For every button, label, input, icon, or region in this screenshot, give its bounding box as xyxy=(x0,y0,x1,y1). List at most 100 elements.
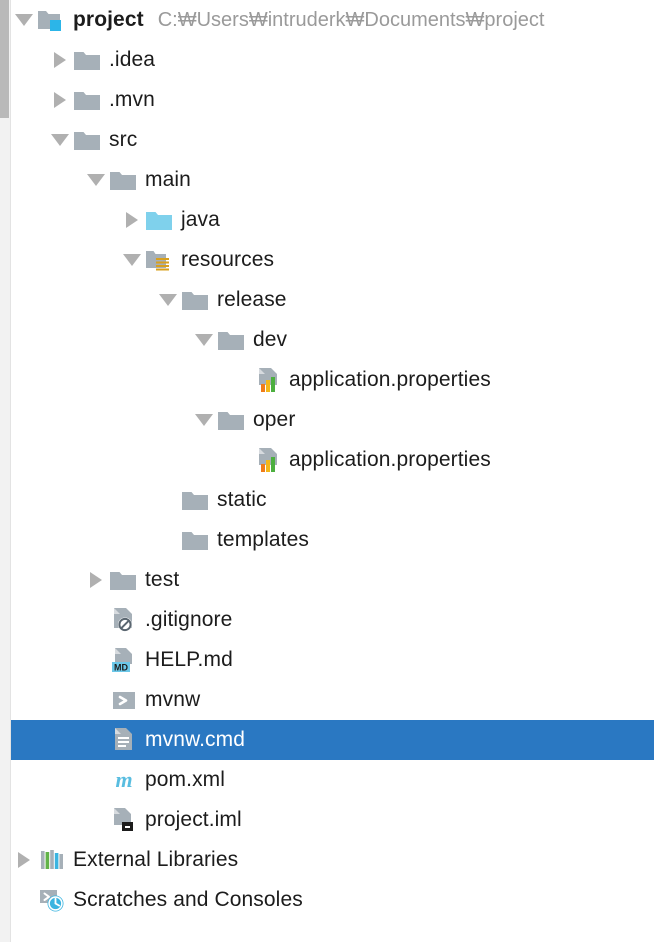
tree-row[interactable]: src xyxy=(11,120,654,160)
tree-indent xyxy=(11,740,83,741)
tree-indent xyxy=(11,220,119,221)
tree-row[interactable]: External Libraries xyxy=(11,840,654,880)
tree-row[interactable]: .gitignore xyxy=(11,600,654,640)
tree-node-label: application.properties xyxy=(289,448,491,471)
tree-row[interactable]: application.properties xyxy=(11,360,654,400)
tree-row[interactable]: mvnw.cmd xyxy=(11,720,654,760)
tree-row[interactable]: m pom.xml xyxy=(11,760,654,800)
tree-indent xyxy=(11,420,191,421)
tree-node-label: Scratches and Consoles xyxy=(73,888,303,911)
tree-indent xyxy=(11,180,83,181)
tree-row[interactable]: static xyxy=(11,480,654,520)
tree-node-label: release xyxy=(217,288,287,311)
tree-node-label: mvnw.cmd xyxy=(145,728,245,751)
text-file-icon xyxy=(109,720,139,760)
chevron-right-icon[interactable] xyxy=(47,80,73,120)
tree-expander-placeholder xyxy=(155,520,181,560)
tree-row[interactable]: mvnw xyxy=(11,680,654,720)
tree-indent xyxy=(11,300,155,301)
properties-file-icon xyxy=(253,360,283,400)
folder-icon xyxy=(109,160,139,200)
tree-node-label: project xyxy=(73,8,144,31)
chevron-down-icon[interactable] xyxy=(119,240,145,280)
tree-indent xyxy=(11,620,83,621)
tree-node-label: resources xyxy=(181,248,275,271)
chevron-down-icon[interactable] xyxy=(155,280,181,320)
folder-icon xyxy=(73,40,103,80)
chevron-down-icon[interactable] xyxy=(47,120,73,160)
tree-indent xyxy=(11,660,83,661)
tree-expander-placeholder xyxy=(83,640,109,680)
chevron-down-icon[interactable] xyxy=(191,320,217,360)
module-file-icon xyxy=(109,800,139,840)
scrollbar-thumb[interactable] xyxy=(0,0,9,118)
tree-indent xyxy=(11,100,47,101)
chevron-right-icon[interactable] xyxy=(47,40,73,80)
chevron-right-icon[interactable] xyxy=(83,560,109,600)
tree-row[interactable]: main xyxy=(11,160,654,200)
tree-node-label: dev xyxy=(253,328,288,351)
tree-node-label: templates xyxy=(217,528,309,551)
chevron-down-icon[interactable] xyxy=(83,160,109,200)
tree-indent xyxy=(11,460,227,461)
maven-file-icon: m xyxy=(109,760,139,800)
chevron-right-icon[interactable] xyxy=(119,200,145,240)
tree-indent xyxy=(11,340,191,341)
chevron-down-icon[interactable] xyxy=(11,0,37,40)
resources-root-folder-icon xyxy=(145,240,175,280)
tree-row[interactable]: MD HELP.md xyxy=(11,640,654,680)
tree-row[interactable]: Scratches and Consoles xyxy=(11,880,654,920)
tree-node-label: .mvn xyxy=(109,88,155,111)
tree-row[interactable]: resources xyxy=(11,240,654,280)
tree-row[interactable]: test xyxy=(11,560,654,600)
tree-node-label: .gitignore xyxy=(145,608,233,631)
tree-indent xyxy=(11,60,47,61)
tree-node-label: pom.xml xyxy=(145,768,226,791)
tree-indent xyxy=(11,700,83,701)
tree-row[interactable]: oper xyxy=(11,400,654,440)
folder-icon xyxy=(73,120,103,160)
tree-row[interactable]: application.properties xyxy=(11,440,654,480)
folder-icon xyxy=(109,560,139,600)
tree-node-label: project.iml xyxy=(145,808,242,831)
sources-root-folder-icon xyxy=(145,200,175,240)
gitignore-file-icon xyxy=(109,600,139,640)
tree-indent xyxy=(11,820,83,821)
tree-row[interactable]: project.iml xyxy=(11,800,654,840)
tree-node-label: src xyxy=(109,128,138,151)
svg-text:MD: MD xyxy=(114,662,128,672)
folder-icon xyxy=(181,280,211,320)
tree-indent xyxy=(11,380,227,381)
tree-row[interactable]: .idea xyxy=(11,40,654,80)
tree-expander-placeholder xyxy=(83,680,109,720)
tree-row[interactable]: java xyxy=(11,200,654,240)
folder-icon xyxy=(217,320,247,360)
folder-icon xyxy=(181,520,211,560)
svg-text:m: m xyxy=(115,767,132,792)
tree-node-label: .idea xyxy=(109,48,156,71)
tree-expander-placeholder xyxy=(227,440,253,480)
tree-node-label: External Libraries xyxy=(73,848,239,871)
tree-expander-placeholder xyxy=(83,600,109,640)
tree-indent xyxy=(11,580,83,581)
tree-row[interactable]: dev xyxy=(11,320,654,360)
tree-node-label: main xyxy=(145,168,191,191)
scratches-icon xyxy=(37,880,67,920)
folder-icon xyxy=(181,480,211,520)
tree-indent xyxy=(11,260,119,261)
tree-expander-placeholder xyxy=(155,480,181,520)
tree-row[interactable]: release xyxy=(11,280,654,320)
shell-script-icon xyxy=(109,680,139,720)
chevron-down-icon[interactable] xyxy=(191,400,217,440)
vertical-scrollbar[interactable] xyxy=(0,0,11,942)
tree-node-label: static xyxy=(217,488,267,511)
tree-indent xyxy=(11,140,47,141)
tree-node-label: java xyxy=(181,208,220,231)
external-libraries-icon xyxy=(37,840,67,880)
tree-row[interactable]: .mvn xyxy=(11,80,654,120)
tree-node-label: application.properties xyxy=(289,368,491,391)
chevron-right-icon[interactable] xyxy=(11,840,37,880)
tree-row[interactable]: templates xyxy=(11,520,654,560)
